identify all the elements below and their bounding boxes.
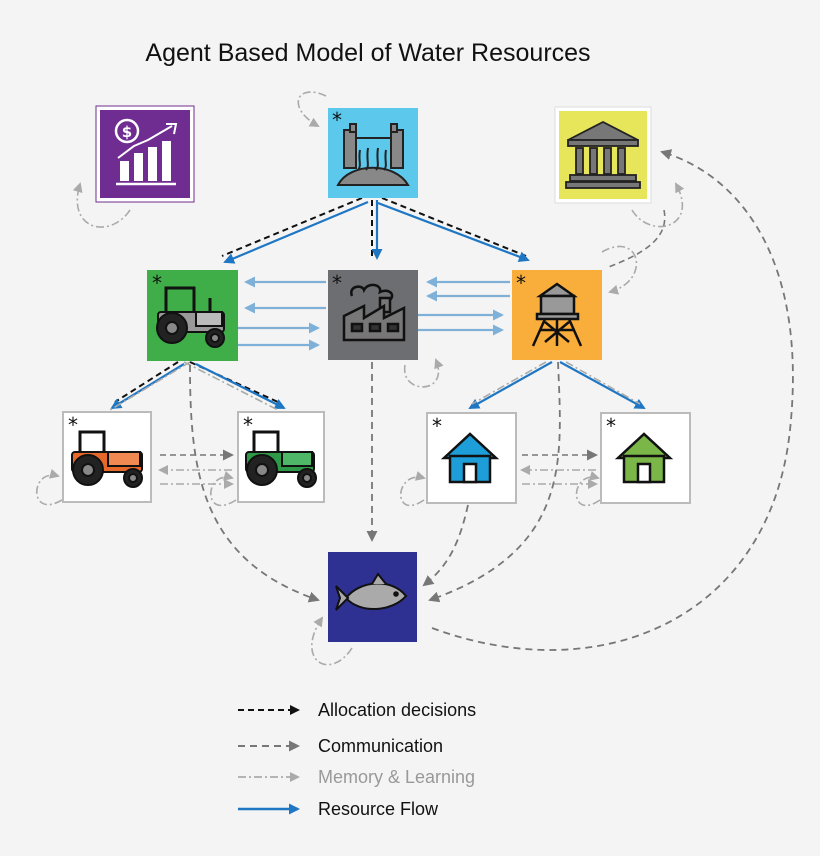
household-2-star: *: [606, 414, 616, 438]
connections: [36, 91, 794, 666]
blue-house-icon: [440, 432, 500, 484]
water-tower-icon: [531, 282, 583, 347]
farmer-1-node[interactable]: *: [62, 411, 152, 503]
municipal-node[interactable]: *: [512, 270, 602, 360]
agriculture-star: *: [152, 271, 162, 295]
household-1-node[interactable]: *: [426, 412, 517, 504]
industry-star: *: [332, 271, 342, 295]
household-peer-communication: [520, 449, 598, 489]
industry-node[interactable]: *: [328, 270, 418, 360]
reservoir-to-industry-flow: [371, 200, 383, 260]
environment-to-government-communication: [431, 149, 794, 651]
legend-label-resource: Resource Flow: [318, 799, 439, 819]
household-1-star: *: [432, 414, 442, 438]
farmer-2-star: *: [243, 413, 253, 437]
farmer-1-star: *: [68, 413, 78, 437]
fish-icon: [335, 572, 408, 611]
government-to-municipal-communication: [605, 209, 666, 269]
dam-reservoir-icon: [336, 123, 410, 186]
industry-municipal-exchange: [418, 276, 510, 336]
legend-item-allocation: Allocation decisions: [238, 700, 476, 720]
agriculture-to-farmers-flow: [109, 361, 286, 411]
market-growth-chart-icon: $: [114, 118, 178, 186]
legend-label-memory: Memory & Learning: [318, 767, 475, 787]
reservoir-to-agriculture-flow: [221, 197, 369, 264]
legend: Allocation decisions Communication Memor…: [238, 700, 476, 819]
farmer-peer-communication: [158, 449, 234, 489]
industry-agriculture-exchange: [238, 276, 326, 351]
diagram-title: Agent Based Model of Water Resources: [145, 39, 590, 67]
orange-tractor-icon: [71, 430, 143, 488]
communication-to-environment: [189, 361, 561, 603]
reservoir-star: *: [332, 108, 342, 132]
legend-item-memory: Memory & Learning: [238, 767, 475, 787]
environment-node[interactable]: [328, 552, 417, 642]
factory-icon: [342, 283, 406, 342]
farmer-2-node[interactable]: *: [237, 411, 325, 503]
green-house-icon: [614, 432, 674, 484]
legend-item-communication: Communication: [238, 736, 443, 756]
svg-text:$: $: [122, 123, 132, 141]
memory-learning-loops: [36, 91, 685, 666]
green-tractor-icon: [245, 430, 317, 488]
municipal-star: *: [516, 271, 526, 295]
household-2-node[interactable]: *: [600, 412, 691, 504]
municipal-to-households-flow: [468, 361, 646, 409]
legend-label-communication: Communication: [318, 736, 443, 756]
legend-label-allocation: Allocation decisions: [318, 700, 476, 720]
government-building-icon: [565, 120, 641, 189]
legend-item-resource: Resource Flow: [238, 799, 439, 819]
market-node[interactable]: $: [95, 105, 195, 203]
tractor-icon: [156, 286, 225, 348]
government-node[interactable]: [554, 106, 652, 204]
reservoir-to-municipal-flow: [377, 197, 530, 262]
agriculture-node[interactable]: *: [147, 270, 238, 361]
reservoir-node[interactable]: *: [328, 108, 418, 198]
